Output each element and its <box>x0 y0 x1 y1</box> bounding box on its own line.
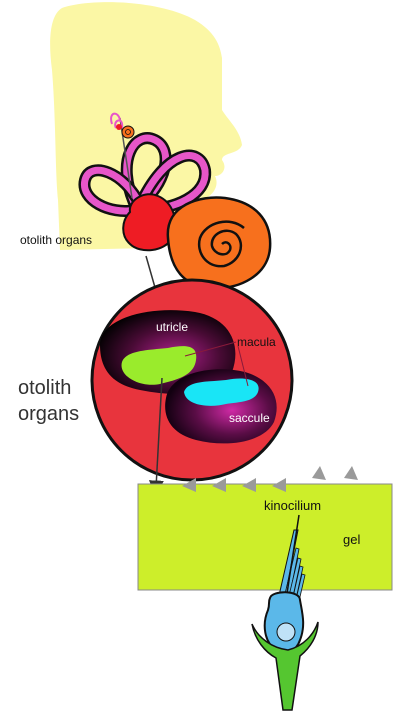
label-saccule: saccule <box>229 411 270 425</box>
label-kinocilium: kinocilium <box>264 498 321 513</box>
label-utricle: utricle <box>156 320 188 334</box>
label-gel: gel <box>343 532 360 547</box>
label-otolith-big-line2: organs <box>18 403 79 425</box>
saccule <box>165 369 277 443</box>
label-otolith-organs-small: otolith organs <box>20 233 92 247</box>
label-otolith-big-line1: otolith <box>18 377 71 399</box>
label-macula: macula <box>237 335 276 349</box>
cochlea <box>168 197 270 288</box>
